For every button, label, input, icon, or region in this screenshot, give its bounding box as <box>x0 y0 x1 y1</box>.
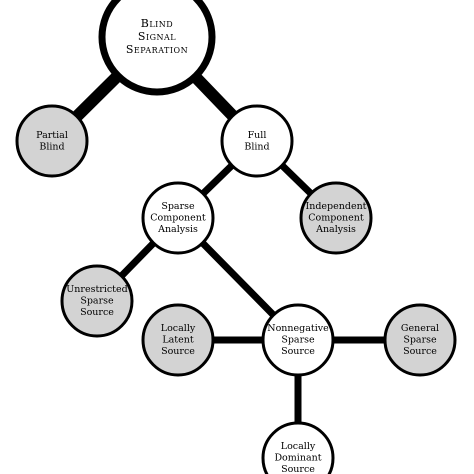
node-label-blind-signal-separation: Signal <box>138 30 176 43</box>
node-label-independent-component-analysis: Analysis <box>315 224 356 235</box>
node-label-unrestricted-sparse-source: Unrestricted <box>66 284 127 295</box>
node-label-general-sparse-source: Sparse <box>403 335 437 346</box>
node-label-nonnegative-sparse-source: Sparse <box>281 335 315 346</box>
node-circle-blind-signal-separation <box>98 0 216 96</box>
node-label-nonnegative-sparse-source: Source <box>281 346 315 357</box>
node-label-general-sparse-source: Source <box>403 346 437 357</box>
node-circle-nonnegative-sparse-source <box>261 303 335 377</box>
node-label-locally-dominant-source: Source <box>281 464 315 474</box>
node-label-unrestricted-sparse-source: Sparse <box>80 296 114 307</box>
node-circle-locally-dominant-source <box>261 421 335 474</box>
node-label-blind-signal-separation: Blind <box>141 17 173 30</box>
node-label-full-blind: Full <box>248 130 267 141</box>
node-label-independent-component-analysis: Independent <box>305 201 366 212</box>
node-label-locally-latent-source: Locally <box>161 323 196 334</box>
node-circle-full-blind <box>220 104 294 178</box>
node-circle-unrestricted-sparse-source <box>60 264 134 338</box>
edges-layer <box>46 31 424 462</box>
node-circle-partial-blind <box>15 104 89 178</box>
node-label-nonnegative-sparse-source: Nonnegative <box>267 323 329 334</box>
node-label-general-sparse-source: General <box>401 323 439 334</box>
node-label-locally-latent-source: Latent <box>162 335 194 346</box>
node-label-unrestricted-sparse-source: Source <box>80 307 114 318</box>
node-label-locally-dominant-source: Dominant <box>274 453 321 464</box>
node-label-full-blind: Blind <box>244 141 269 152</box>
node-label-sparse-component-analysis: Analysis <box>157 224 198 235</box>
node-label-partial-blind: Blind <box>39 141 64 152</box>
node-label-locally-latent-source: Source <box>161 346 195 357</box>
node-circle-sparse-component-analysis <box>141 181 215 255</box>
node-label-sparse-component-analysis: Sparse <box>161 201 195 212</box>
node-circle-independent-component-analysis <box>299 181 373 255</box>
node-label-sparse-component-analysis: Component <box>150 213 206 224</box>
node-circle-general-sparse-source <box>383 303 457 377</box>
node-label-locally-dominant-source: Locally <box>281 441 316 452</box>
node-label-blind-signal-separation: Separation <box>126 43 188 56</box>
node-label-independent-component-analysis: Component <box>308 213 364 224</box>
node-circle-locally-latent-source <box>141 303 215 377</box>
node-label-partial-blind: Partial <box>36 130 68 141</box>
nodes-layer: BlindSignalSeparationPartialBlindFullBli… <box>15 0 457 474</box>
